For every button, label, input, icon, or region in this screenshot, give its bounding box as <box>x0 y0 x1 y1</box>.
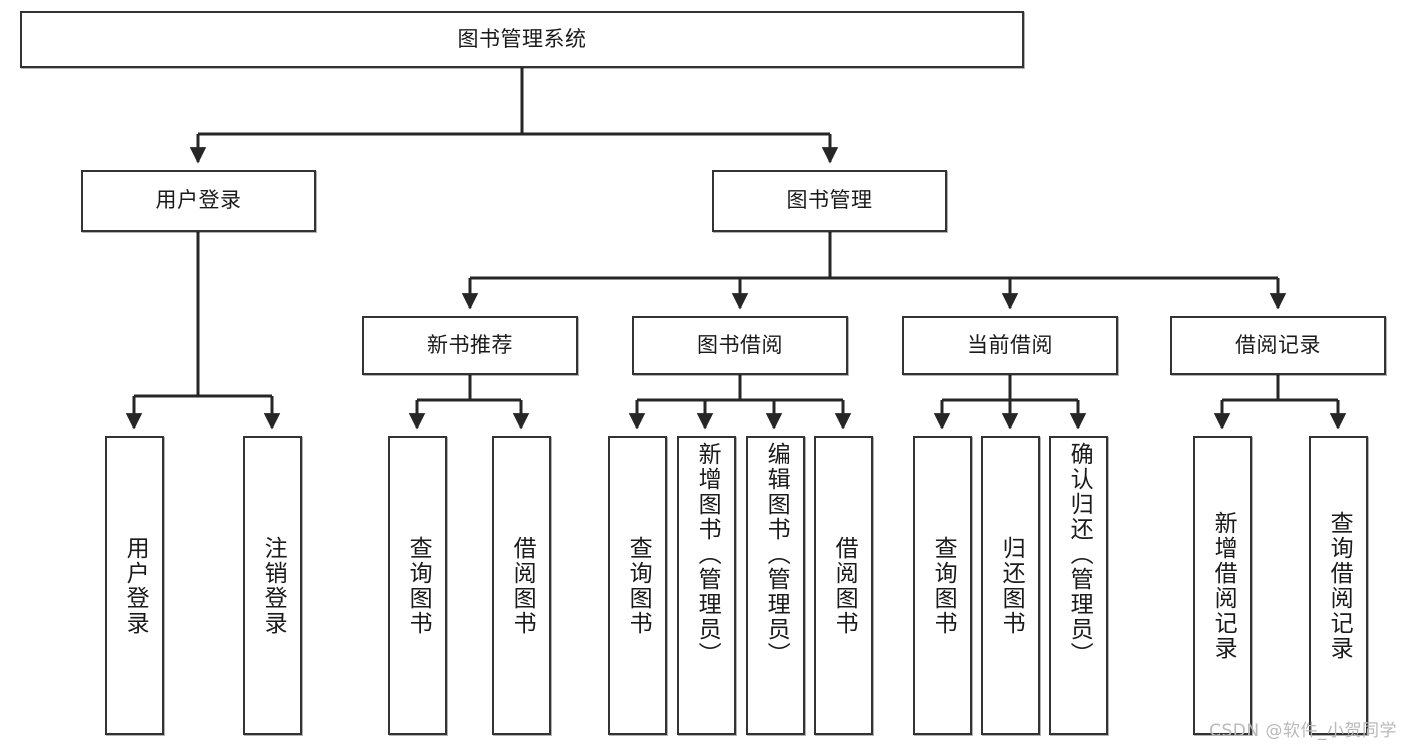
node-leaf-confirm-return-admin[interactable]: 确认归还（管理员） <box>1049 436 1108 735</box>
node-leaf-logout-login[interactable]: 注销登录 <box>243 436 302 735</box>
node-current-borrow-label: 当前借阅 <box>967 332 1053 357</box>
watermark-label: CSDN @软件_小贺同学 <box>1209 721 1397 741</box>
node-leaf-query-book-1-label: 查询图书 <box>405 535 432 636</box>
node-leaf-user-login-label: 用户登录 <box>122 535 149 636</box>
node-leaf-query-book-3-label: 查询图书 <box>930 535 957 636</box>
node-leaf-borrow-book-1[interactable]: 借阅图书 <box>492 436 551 735</box>
node-user-login[interactable]: 用户登录 <box>81 170 316 232</box>
node-leaf-add-book-admin[interactable]: 新增图书（管理员） <box>677 436 736 735</box>
node-leaf-confirm-return-admin-label: 确认归还（管理员） <box>1066 442 1093 667</box>
node-leaf-borrow-book-2-label: 借阅图书 <box>831 535 858 636</box>
node-leaf-return-book[interactable]: 归还图书 <box>981 436 1040 735</box>
node-leaf-borrow-book-1-label: 借阅图书 <box>509 535 536 636</box>
node-leaf-query-book-3[interactable]: 查询图书 <box>913 436 972 735</box>
node-leaf-query-borrow-record-label: 查询借阅记录 <box>1326 510 1353 661</box>
node-leaf-borrow-book-2[interactable]: 借阅图书 <box>814 436 873 735</box>
node-current-borrow[interactable]: 当前借阅 <box>902 316 1118 375</box>
node-leaf-query-book-2[interactable]: 查询图书 <box>608 436 667 735</box>
node-leaf-logout-login-label: 注销登录 <box>260 535 287 636</box>
node-leaf-add-borrow-record[interactable]: 新增借阅记录 <box>1193 436 1252 735</box>
node-user-login-label: 用户登录 <box>155 188 242 213</box>
node-book-borrow[interactable]: 图书借阅 <box>632 316 848 375</box>
node-new-book-recommend[interactable]: 新书推荐 <box>362 316 578 375</box>
node-leaf-add-book-admin-label: 新增图书（管理员） <box>694 442 721 667</box>
node-borrow-record-label: 借阅记录 <box>1235 332 1321 357</box>
node-root-label: 图书管理系统 <box>457 26 587 51</box>
node-new-book-recommend-label: 新书推荐 <box>427 332 513 357</box>
node-leaf-user-login[interactable]: 用户登录 <box>105 436 164 735</box>
node-leaf-edit-book-admin[interactable]: 编辑图书（管理员） <box>746 436 805 735</box>
node-root[interactable]: 图书管理系统 <box>20 11 1024 68</box>
node-leaf-query-book-1[interactable]: 查询图书 <box>388 436 447 735</box>
node-leaf-edit-book-admin-label: 编辑图书（管理员） <box>763 442 790 667</box>
node-leaf-query-borrow-record[interactable]: 查询借阅记录 <box>1309 436 1368 735</box>
node-leaf-query-book-2-label: 查询图书 <box>625 535 652 636</box>
node-book-borrow-label: 图书借阅 <box>697 332 783 357</box>
node-book-manage-label: 图书管理 <box>786 188 873 213</box>
node-book-manage[interactable]: 图书管理 <box>712 170 947 232</box>
node-leaf-add-borrow-record-label: 新增借阅记录 <box>1210 510 1237 661</box>
node-leaf-return-book-label: 归还图书 <box>998 535 1025 636</box>
node-borrow-record[interactable]: 借阅记录 <box>1170 316 1386 375</box>
